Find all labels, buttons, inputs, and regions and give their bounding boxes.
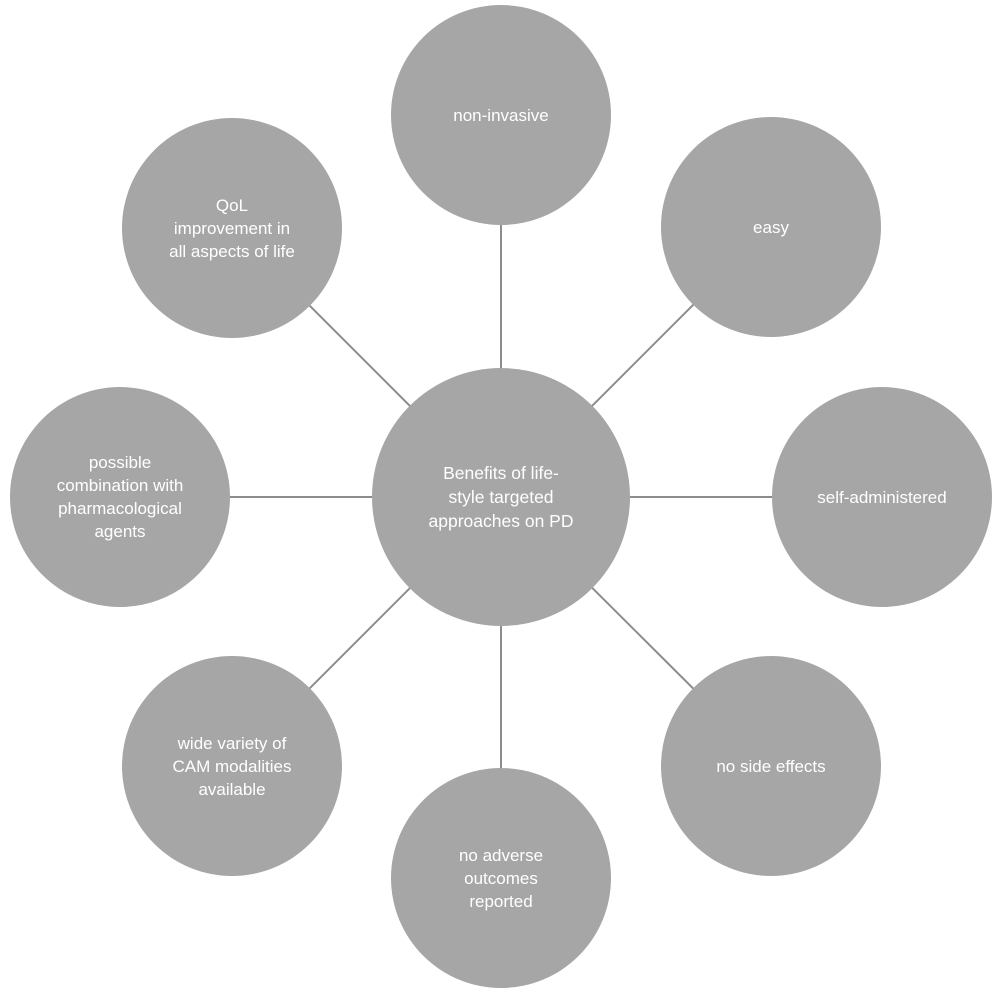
benefit-label: possible combination with pharmacologica… bbox=[56, 453, 184, 541]
benefit-easy: easy bbox=[661, 117, 881, 337]
benefit-non-invasive: non-invasive bbox=[391, 5, 611, 225]
benefit-no-side-effects: no side effects bbox=[661, 656, 881, 876]
benefit-label: no side effects bbox=[716, 756, 826, 776]
benefit-label: QoL improvement in all aspects of life bbox=[169, 195, 295, 261]
benefit-label: wide variety of CAM modalities available bbox=[172, 733, 292, 799]
benefit-label: easy bbox=[753, 217, 789, 237]
benefit-self-administered: self-administered bbox=[772, 387, 992, 607]
benefit-wide-variety-cam: wide variety of CAM modalities available bbox=[122, 656, 342, 876]
benefit-label: no adverse outcomes reported bbox=[458, 845, 544, 911]
hub-label: Benefits of life- style targeted approac… bbox=[428, 463, 574, 531]
benefit-no-adverse-outcomes: no adverse outcomes reported bbox=[391, 768, 611, 988]
benefit-label: self-administered bbox=[817, 487, 947, 507]
benefit-qol-improvement: QoL improvement in all aspects of life bbox=[122, 118, 342, 338]
benefit-pharmacological-combination: possible combination with pharmacologica… bbox=[10, 387, 230, 607]
central-hub: Benefits of life- style targeted approac… bbox=[372, 368, 630, 626]
benefit-label: non-invasive bbox=[453, 105, 549, 125]
